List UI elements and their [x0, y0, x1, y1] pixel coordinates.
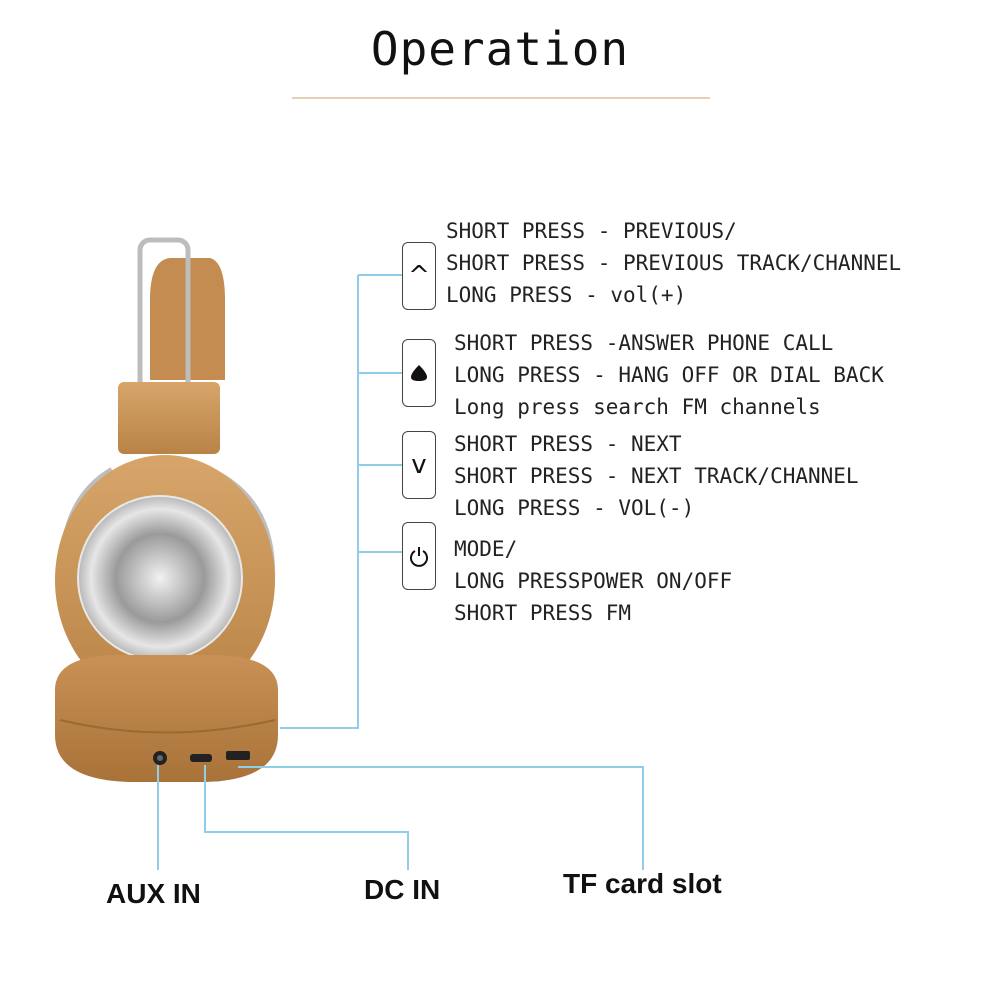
power-icon: [402, 522, 436, 590]
button-3-line-1: SHORT PRESS - NEXT: [454, 432, 682, 456]
button-4-line-2: LONG PRESSPOWER ON/OFF: [454, 569, 733, 593]
page-title: Operation: [370, 22, 630, 76]
aux-in-label: AUX IN: [106, 878, 201, 909]
button-1-line-2: SHORT PRESS - PREVIOUS TRACK/CHANNEL: [446, 251, 902, 275]
button-4-line-3: SHORT PRESS FM: [454, 601, 632, 625]
metal-disk: [78, 496, 242, 660]
power-shape: [410, 547, 428, 567]
button-2-line-3: Long press search FM channels: [454, 395, 821, 419]
chevron-up-icon: ^: [402, 242, 436, 310]
chevron-down-icon: v: [402, 431, 436, 499]
tf-slot: [226, 751, 250, 760]
button-4-line-1: MODE/: [454, 537, 518, 561]
button-1-line-1: SHORT PRESS - PREVIOUS/: [446, 219, 737, 243]
button-1-line-3: LONG PRESS - vol(+): [446, 283, 687, 307]
slider-block: [118, 382, 220, 454]
dc-in-label: DC IN: [364, 874, 441, 905]
dc-leader-line: [204, 765, 409, 870]
phone-dot-icon: [402, 339, 436, 407]
phone-dot-shape: [411, 365, 427, 381]
button-bus-line: [280, 275, 359, 729]
button-2-line-2: LONG PRESS - HANG OFF OR DIAL BACK: [454, 363, 884, 387]
button-2-line-1: SHORT PRESS -ANSWER PHONE CALL: [454, 331, 834, 355]
tf-leader-line: [238, 766, 644, 870]
button-3-line-3: LONG PRESS - VOL(-): [454, 496, 695, 520]
ear-pad: [55, 655, 278, 782]
tf-card-slot-label: TF card slot: [563, 868, 722, 899]
button-3-line-2: SHORT PRESS - NEXT TRACK/CHANNEL: [454, 464, 859, 488]
dc-port: [190, 754, 212, 762]
title-divider: [292, 97, 710, 99]
